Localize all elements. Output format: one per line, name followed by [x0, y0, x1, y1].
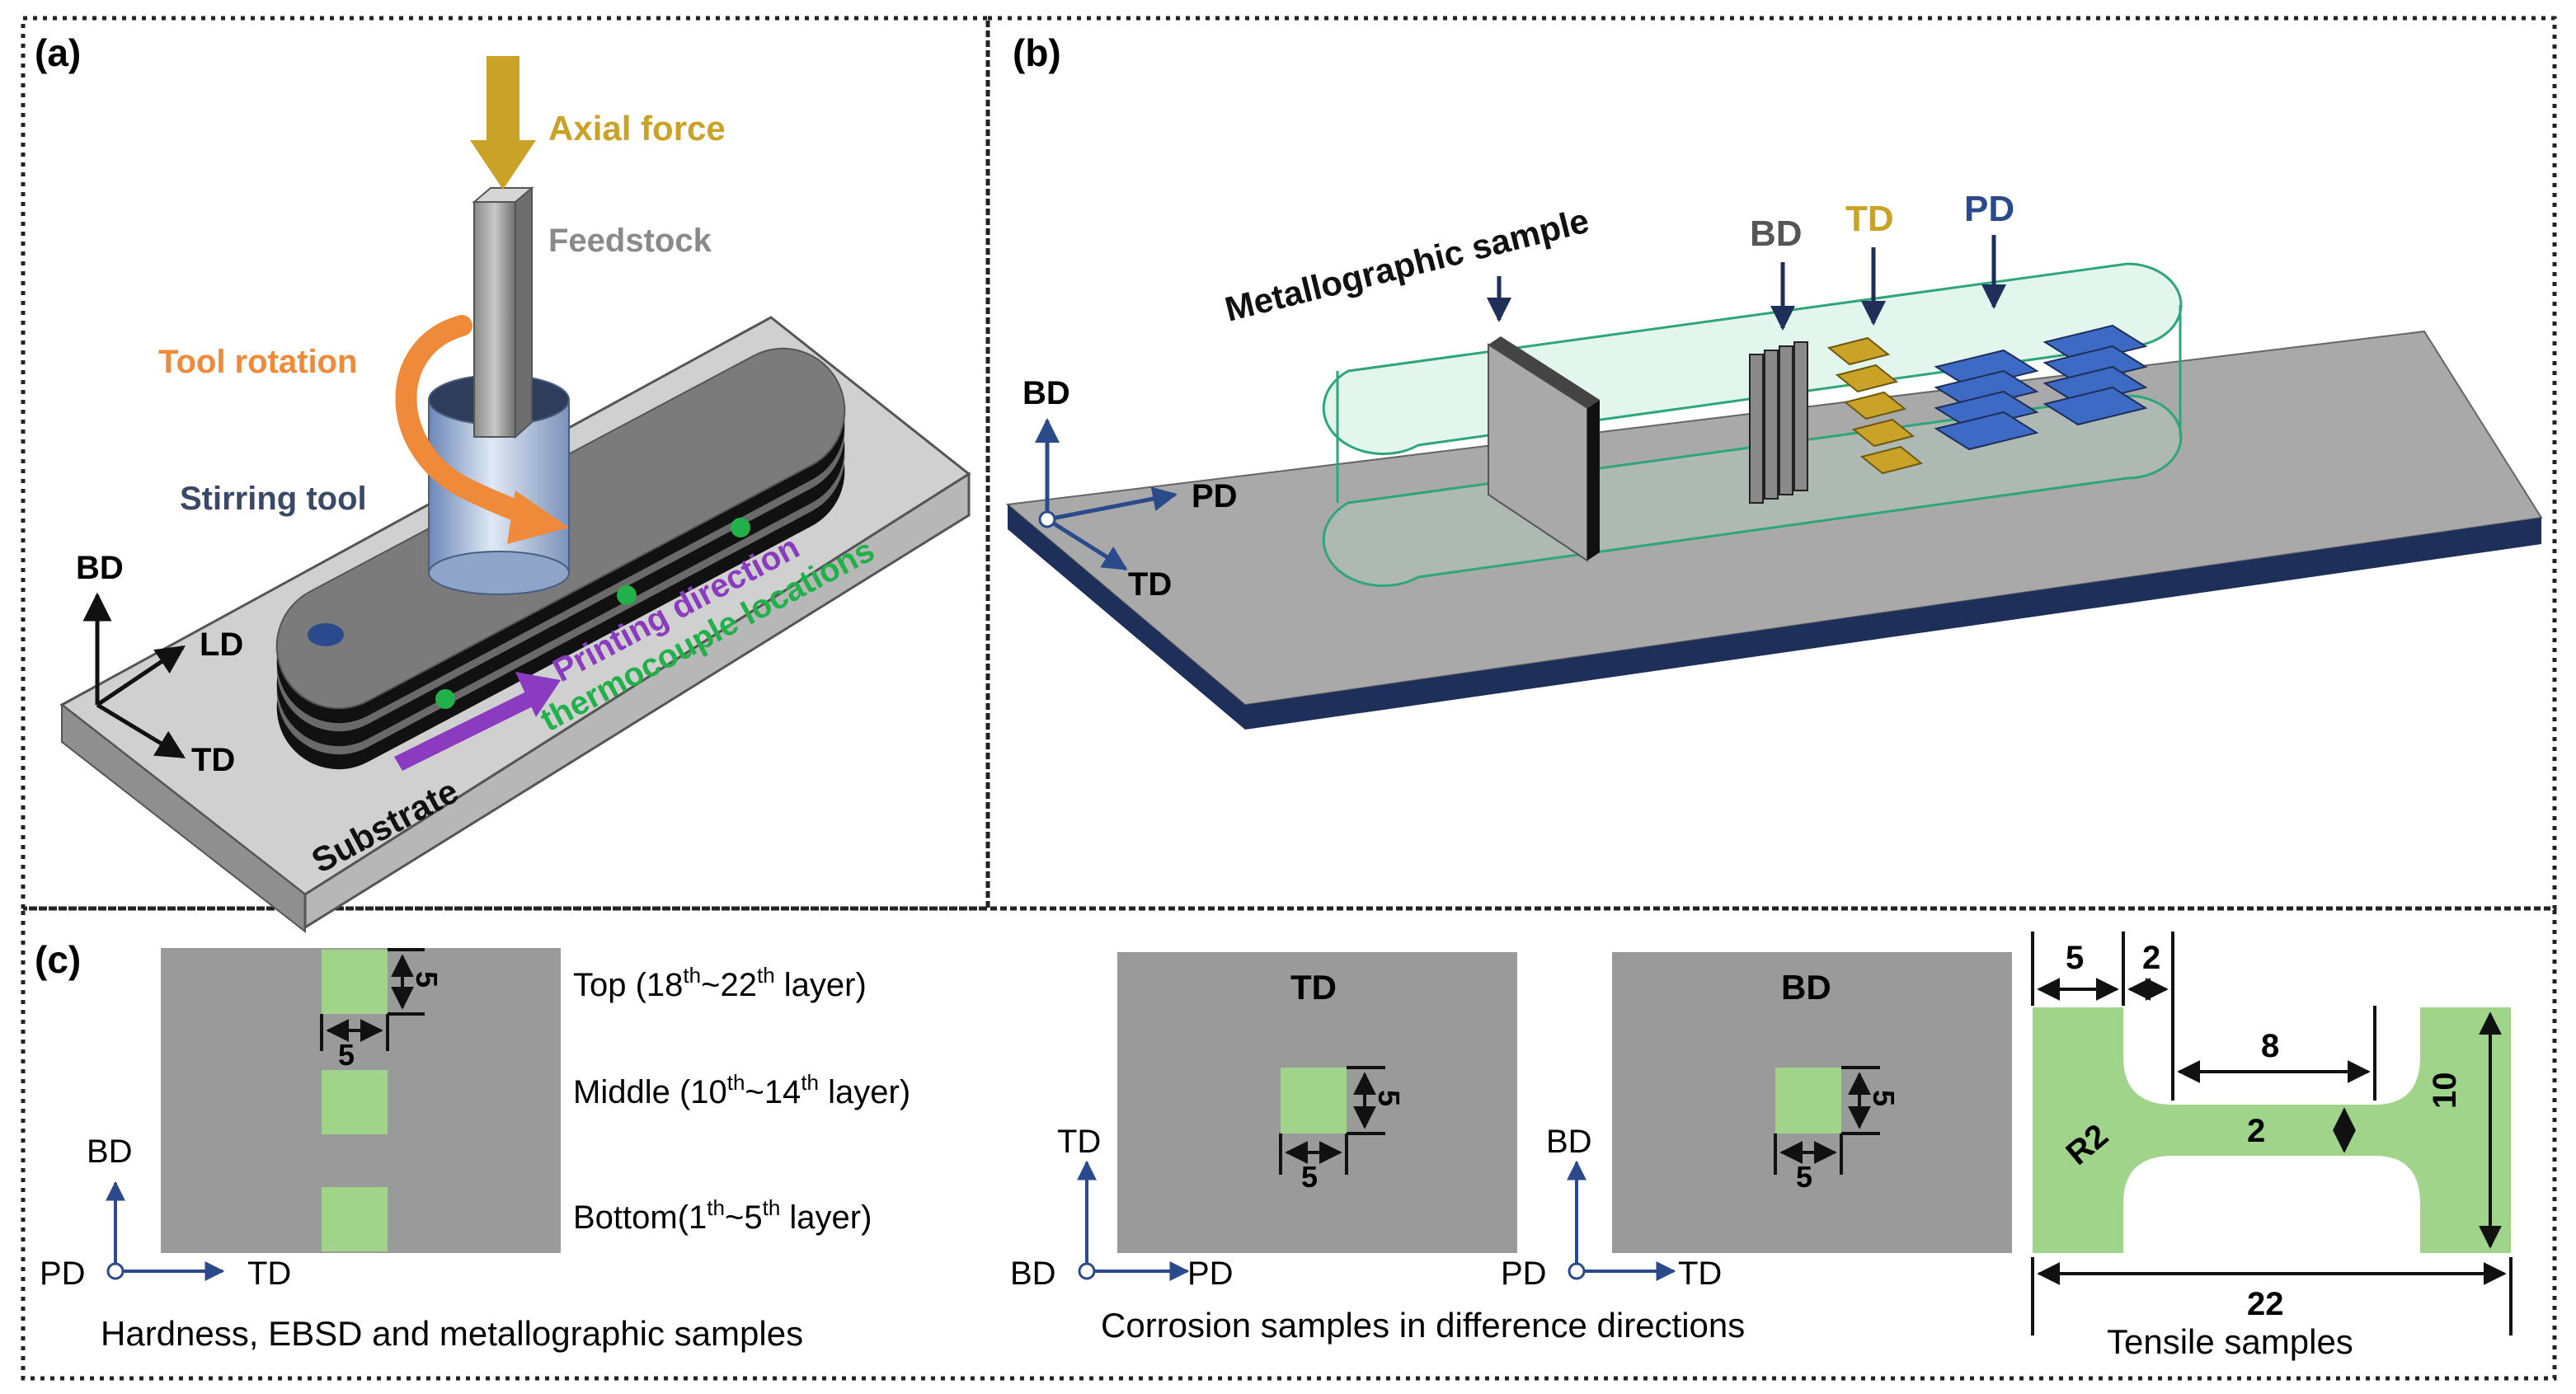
feedstock-bar [472, 185, 534, 439]
hardness-bottom-region [322, 1187, 388, 1251]
thermocouple-dot-1 [435, 689, 455, 709]
tensile-sample: 5 2 8 2 R2 10 22 [2031, 932, 2513, 1335]
tensile-dim-8: 8 [2261, 1028, 2279, 1064]
panel-c-border [21, 906, 2557, 1381]
stirring-tool-label: Stirring tool [180, 481, 367, 517]
corrosion-bd-dim-v: 5 [1867, 1090, 1901, 1106]
hardness-dim-v: 5 [410, 971, 444, 988]
tensile-caption: Tensile samples [2107, 1322, 2353, 1361]
corrosion-td-axis-origin: BD [1010, 1256, 1056, 1292]
panel-b-axes: BD PD TD [1022, 375, 1238, 603]
substrate-plate-edge-front [1245, 518, 2541, 730]
corrosion-bd-sample: BD 5 5 [1612, 952, 2012, 1253]
tensile-dim-5: 5 [2066, 940, 2084, 976]
panel-b-label: (b) [1013, 31, 1061, 74]
hardness-caption: Hardness, EBSD and metallographic sample… [101, 1314, 803, 1353]
panel-a: (a) [35, 31, 971, 934]
tool-bottom [428, 551, 570, 595]
corrosion-bd-axis-origin: PD [1501, 1256, 1547, 1292]
corrosion-td-sample: TD 5 5 [1117, 952, 1517, 1253]
corrosion-bd-title: BD [1781, 968, 1831, 1007]
hardness-axes: BD PD TD [40, 1134, 291, 1292]
hardness-top-region [322, 950, 388, 1014]
thermocouple-dot-2 [617, 585, 637, 605]
axial-force-arrow [470, 56, 536, 190]
tensile-dim-10: 10 [2427, 1072, 2463, 1110]
pd-samples-label: PD [1964, 189, 2014, 229]
axis-b-pd: PD [1192, 478, 1238, 514]
panel-a-border [21, 16, 990, 911]
feedstock-label: Feedstock [548, 223, 712, 259]
corrosion-td-axis-right: PD [1187, 1256, 1234, 1292]
tensile-dim-2-mid: 2 [2247, 1113, 2265, 1149]
hardness-dim-h: 5 [338, 1038, 355, 1072]
axis-a-td: TD [191, 742, 235, 778]
bottom-layer-label: Bottom(1th~5th layer) [573, 1195, 872, 1236]
bd-samples [1749, 341, 1808, 504]
panel-b-border [985, 16, 2557, 911]
corrosion-bd-dim-h: 5 [1796, 1160, 1812, 1194]
axial-force-label: Axial force [548, 109, 726, 148]
tensile-dim-22: 22 [2247, 1286, 2284, 1322]
panel-a-axes: BD LD TD [76, 550, 243, 778]
corrosion-td-title: TD [1290, 968, 1337, 1007]
axis-b-td: TD [1128, 566, 1172, 603]
corrosion-td-region [1281, 1068, 1347, 1134]
axis-a-bd: BD [76, 550, 124, 586]
bd-samples-label: BD [1750, 214, 1803, 254]
metallographic-sample [1488, 336, 1600, 562]
td-samples-label: TD [1845, 199, 1894, 239]
tensile-dogbone [2033, 1007, 2511, 1253]
start-point-dot [308, 623, 344, 646]
middle-layer-label: Middle (10th~14th layer) [573, 1070, 910, 1110]
axis-b-bd: BD [1022, 375, 1070, 411]
panel-a-label: (a) [35, 31, 81, 74]
tool-rotation-arrowhead [507, 490, 569, 544]
hardness-axis-td: TD [247, 1256, 291, 1292]
thermocouple-dot-3 [731, 518, 750, 537]
substrate-plate-edge-left [1008, 505, 1245, 730]
td-samples [1826, 336, 1924, 475]
corrosion-bd-axis-right: TD [1678, 1256, 1722, 1292]
corrosion-bd-axes: BD PD TD [1501, 1124, 1722, 1292]
printing-direction-arrow [394, 672, 561, 771]
top-layer-label: Top (18th~22th layer) [573, 963, 867, 1003]
tool-rotation-label: Tool rotation [158, 344, 357, 380]
tool-rotation-arrow [395, 315, 538, 526]
axis-a-ld: LD [200, 627, 243, 663]
pd-samples [1934, 324, 2148, 451]
panel-c: (c) 5 5 Top (18th~22th layer) Middle (10… [35, 932, 2513, 1361]
corrosion-bd-region [1775, 1068, 1841, 1134]
corrosion-td-dim-v: 5 [1372, 1090, 1406, 1106]
panel-c-label: (c) [35, 938, 81, 981]
hardness-axis-bd: BD [87, 1134, 133, 1170]
corrosion-td-axes: TD BD PD [1010, 1124, 1234, 1292]
hardness-middle-region [322, 1070, 388, 1134]
hardness-axis-pd: PD [40, 1256, 86, 1292]
hardness-sample: 5 5 [161, 948, 561, 1253]
corrosion-bd-axis-up: BD [1546, 1124, 1592, 1160]
corrosion-td-dim-h: 5 [1301, 1160, 1318, 1194]
panel-b: (b) [1005, 31, 2543, 730]
substrate-front-right [303, 472, 971, 930]
metallographic-sample-label: Metallographic sample [1221, 201, 1593, 329]
tensile-dim-2-top: 2 [2142, 940, 2160, 976]
corrosion-td-axis-up: TD [1057, 1124, 1101, 1160]
corrosion-caption: Corrosion samples in difference directio… [1101, 1306, 1745, 1345]
